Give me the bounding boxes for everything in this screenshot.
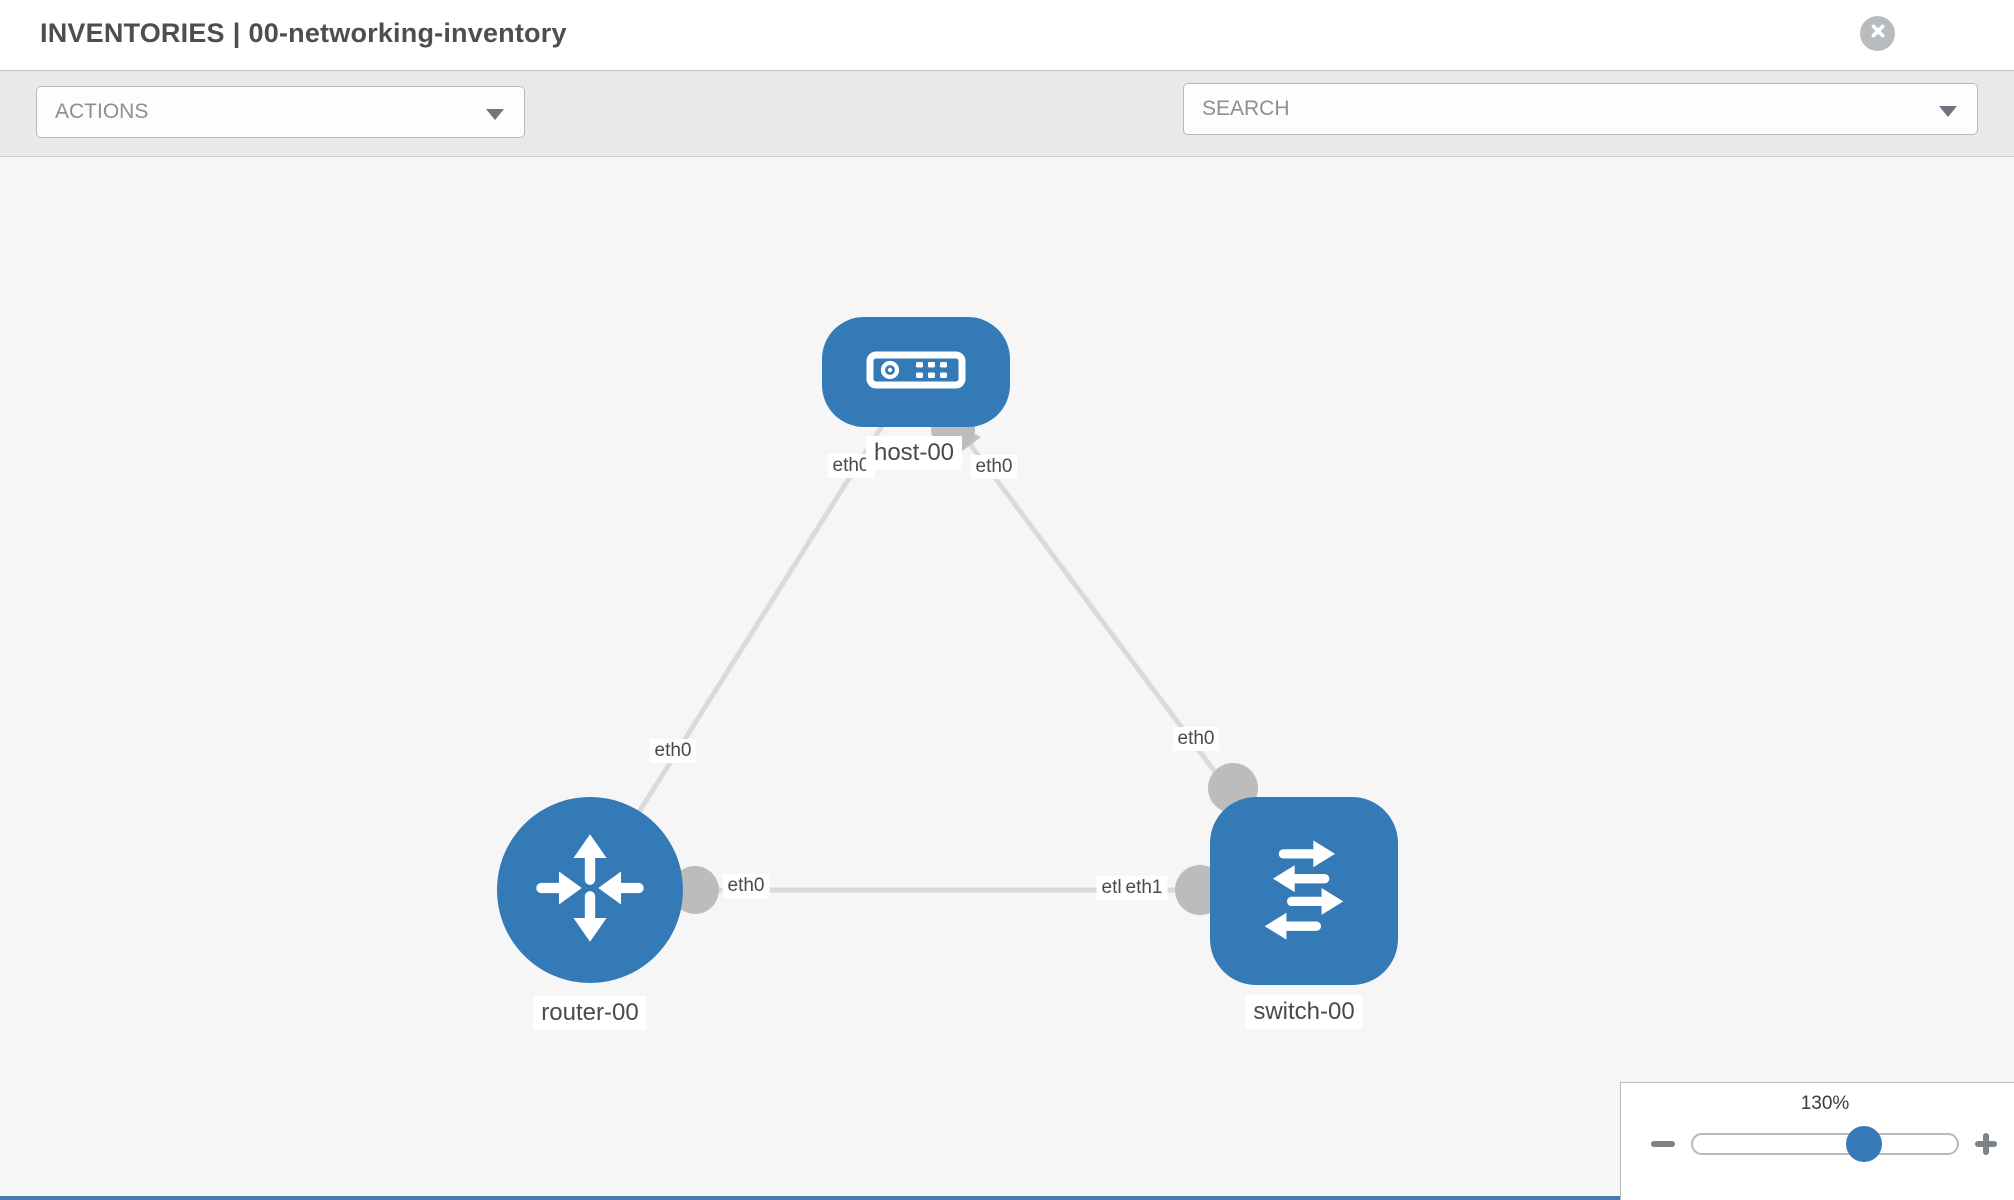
close-icon — [1867, 20, 1889, 47]
node-router-00[interactable] — [497, 797, 683, 983]
zoom-out-button[interactable] — [1651, 1141, 1675, 1147]
node-host-00[interactable] — [822, 317, 1010, 427]
node-switch-00[interactable] — [1210, 797, 1398, 985]
search-dropdown[interactable]: SEARCH — [1183, 83, 1978, 135]
close-button[interactable] — [1860, 16, 1895, 51]
actions-dropdown-label: ACTIONS — [55, 100, 149, 123]
interface-label: eth0 — [649, 739, 697, 763]
interface-label: eth1 — [1120, 876, 1168, 900]
zoom-slider-thumb[interactable] — [1846, 1126, 1882, 1162]
footer-strip — [0, 1196, 1620, 1200]
header-bar: INVENTORIES|00-networking-inventory — [0, 0, 2014, 71]
page-title-section: INVENTORIES — [40, 18, 225, 48]
chevron-down-icon — [486, 109, 504, 120]
chevron-down-icon — [1939, 106, 1957, 117]
search-dropdown-label: SEARCH — [1202, 97, 1290, 120]
toolbar: ACTIONS SEARCH — [0, 71, 2014, 204]
interface-label: eth0 — [1172, 727, 1220, 751]
router-icon — [528, 826, 652, 955]
topology-canvas[interactable] — [0, 158, 2014, 1200]
zoom-level-label: 130% — [1800, 1093, 1850, 1114]
node-label-host: host-00 — [865, 436, 963, 470]
zoom-slider[interactable] — [1691, 1133, 1959, 1155]
zoom-in-button[interactable] — [1975, 1133, 1997, 1155]
interface-label: eth0 — [722, 874, 770, 898]
title-separator: | — [232, 18, 241, 48]
switch-icon — [1242, 827, 1366, 956]
host-icon — [866, 351, 966, 394]
page-title: INVENTORIES|00-networking-inventory — [40, 18, 567, 49]
zoom-control-panel: 130% — [1620, 1082, 2014, 1200]
inventory-name: 00-networking-inventory — [248, 18, 567, 48]
node-label-router: router-00 — [533, 996, 647, 1030]
interface-label: eth0 — [970, 455, 1018, 479]
node-label-switch: switch-00 — [1245, 995, 1363, 1029]
actions-dropdown[interactable]: ACTIONS — [36, 86, 525, 138]
